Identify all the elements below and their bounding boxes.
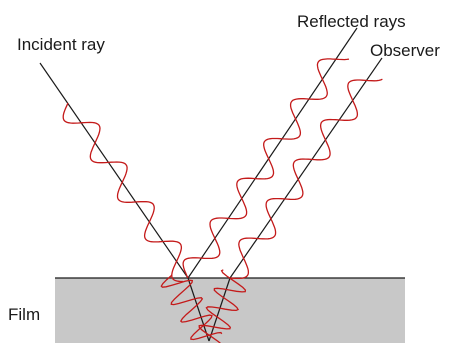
reflected-ray-2 (229, 57, 383, 279)
incident-ray-label: Incident ray (17, 35, 105, 54)
incident-ray-line (39, 62, 189, 279)
film-label: Film (8, 305, 41, 324)
reflected-wave-2 (229, 78, 383, 280)
refracted-ray-in-film (187, 277, 210, 342)
reflected-ray-1 (187, 27, 358, 279)
film-wave-down (160, 274, 223, 341)
reflected-wave-1 (182, 58, 350, 279)
reflected-rays-label: Reflected rays (297, 12, 406, 31)
observer-label: Observer (370, 41, 440, 60)
incident-wave (62, 102, 183, 283)
film-wave-up (198, 269, 247, 343)
film-bottom-reflected-ray (208, 277, 231, 342)
